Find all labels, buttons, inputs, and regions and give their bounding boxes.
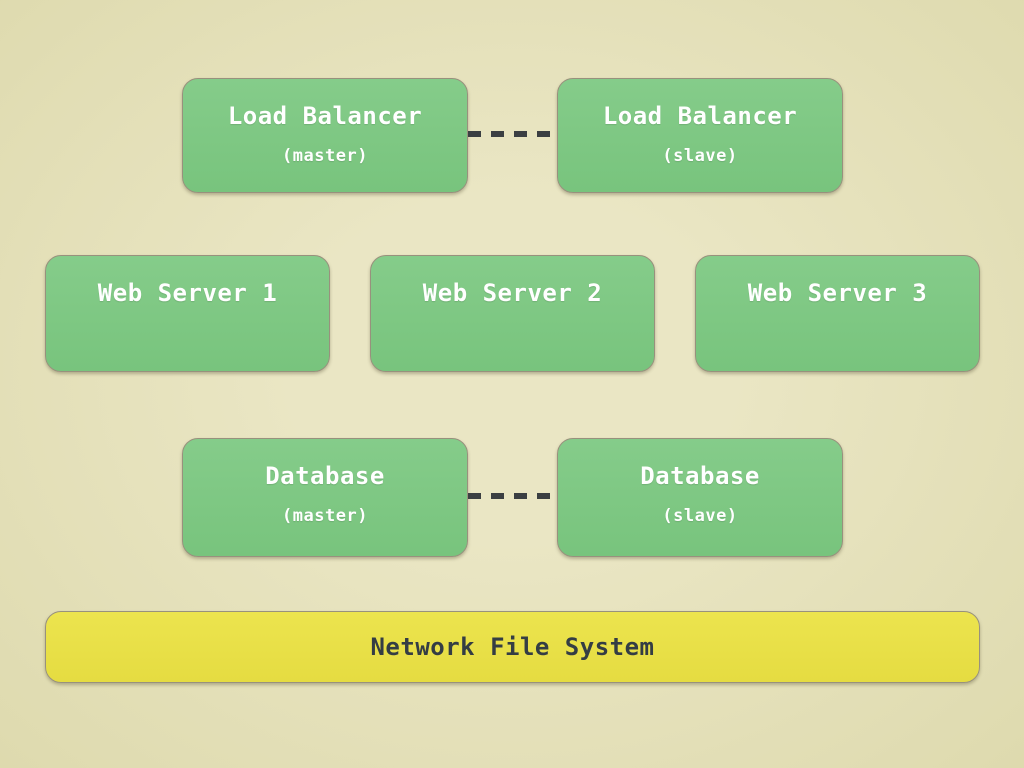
- node-title: Web Server 3: [747, 279, 928, 307]
- node-database-master: Database (master): [182, 438, 468, 557]
- node-database-slave: Database (slave): [557, 438, 843, 557]
- node-title: Load Balancer: [602, 102, 798, 130]
- node-title: Database: [640, 462, 760, 490]
- node-title: Load Balancer: [227, 102, 423, 130]
- node-title: Database: [265, 462, 385, 490]
- dashed-connector-load-balancers: [468, 131, 557, 137]
- node-web-server-3: Web Server 3: [695, 255, 980, 372]
- node-subtitle: (slave): [662, 506, 738, 526]
- node-load-balancer-slave: Load Balancer (slave): [557, 78, 843, 193]
- node-load-balancer-master: Load Balancer (master): [182, 78, 468, 193]
- node-title: Web Server 1: [97, 279, 278, 307]
- node-subtitle: (slave): [662, 146, 738, 166]
- node-web-server-2: Web Server 2: [370, 255, 655, 372]
- node-subtitle: (master): [282, 506, 368, 526]
- node-subtitle: (master): [282, 146, 368, 166]
- dashed-connector-databases: [468, 493, 557, 499]
- node-title: Web Server 2: [422, 279, 603, 307]
- node-network-file-system: Network File System: [45, 611, 980, 683]
- node-web-server-1: Web Server 1: [45, 255, 330, 372]
- node-title: Network File System: [370, 633, 655, 661]
